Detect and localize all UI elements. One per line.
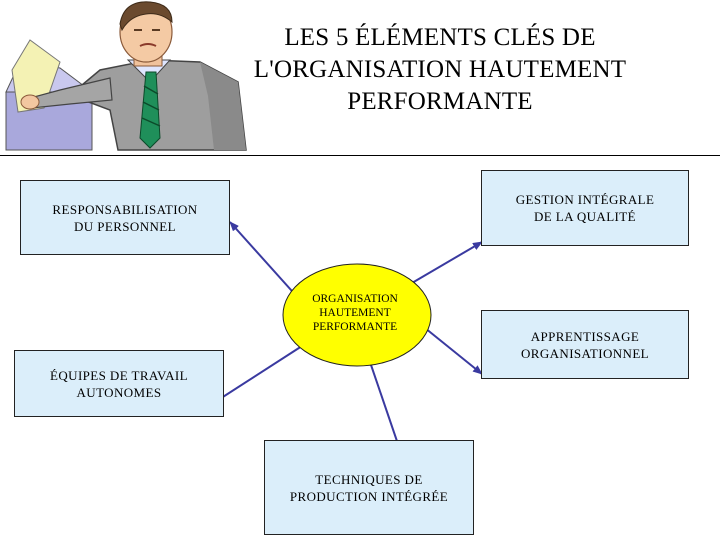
node-responsabilisation: RESPONSABILISATION DU PERSONNEL: [20, 180, 230, 255]
node-techniques: TECHNIQUES DE PRODUCTION INTÉGRÉE: [264, 440, 474, 535]
node-apprentissage-line-2: ORGANISATIONNEL: [520, 345, 650, 361]
node-equipes: ÉQUIPES DE TRAVAIL AUTONOMES: [14, 350, 224, 417]
title-line-2: L'ORGANISATION HAUTEMENT: [253, 56, 627, 83]
arrow-to-apprentissage: [424, 327, 483, 375]
title-line-1: LES 5 ÉLÉMENTS CLÉS DE: [284, 24, 596, 51]
businessman-clipart: [5, 1, 247, 151]
node-apprentissage-line-1: APPRENTISSAGE: [530, 328, 640, 344]
arrow-to-techniques: [369, 361, 401, 451]
node-techniques-line-2: PRODUCTION INTÉGRÉE: [289, 488, 449, 504]
node-equipes-line-1: ÉQUIPES DE TRAVAIL: [50, 367, 188, 383]
arrow-to-responsabilisation: [229, 221, 301, 301]
center-line-1: ORGANISATION: [312, 293, 398, 305]
center-line-3: PERFORMANTE: [312, 321, 398, 333]
node-techniques-line-1: TECHNIQUES DE: [315, 471, 423, 487]
node-equipes-line-2: AUTONOMES: [76, 384, 162, 400]
center-label: ORGANISATION HAUTEMENT PERFORMANTE: [290, 292, 420, 334]
node-gestion-line-2: DE LA QUALITÉ: [534, 209, 636, 224]
node-gestion: GESTION INTÉGRALE DE LA QUALITÉ: [481, 170, 689, 246]
title-divider: [0, 155, 720, 156]
node-responsabilisation-line-2: DU PERSONNEL: [74, 218, 176, 234]
node-apprentissage: APPRENTISSAGE ORGANISATIONNEL: [481, 310, 689, 379]
node-responsabilisation-line-1: RESPONSABILISATION: [52, 201, 198, 217]
arrow-to-equipes: [211, 345, 303, 405]
title-line-3: PERFORMANTE: [347, 88, 533, 115]
node-gestion-line-1: GESTION INTÉGRALE: [515, 192, 655, 207]
center-ellipse: [282, 263, 432, 367]
center-line-2: HAUTEMENT: [319, 307, 391, 319]
slide-title: LES 5 ÉLÉMENTS CLÉS DE L'ORGANISATION HA…: [210, 22, 670, 118]
